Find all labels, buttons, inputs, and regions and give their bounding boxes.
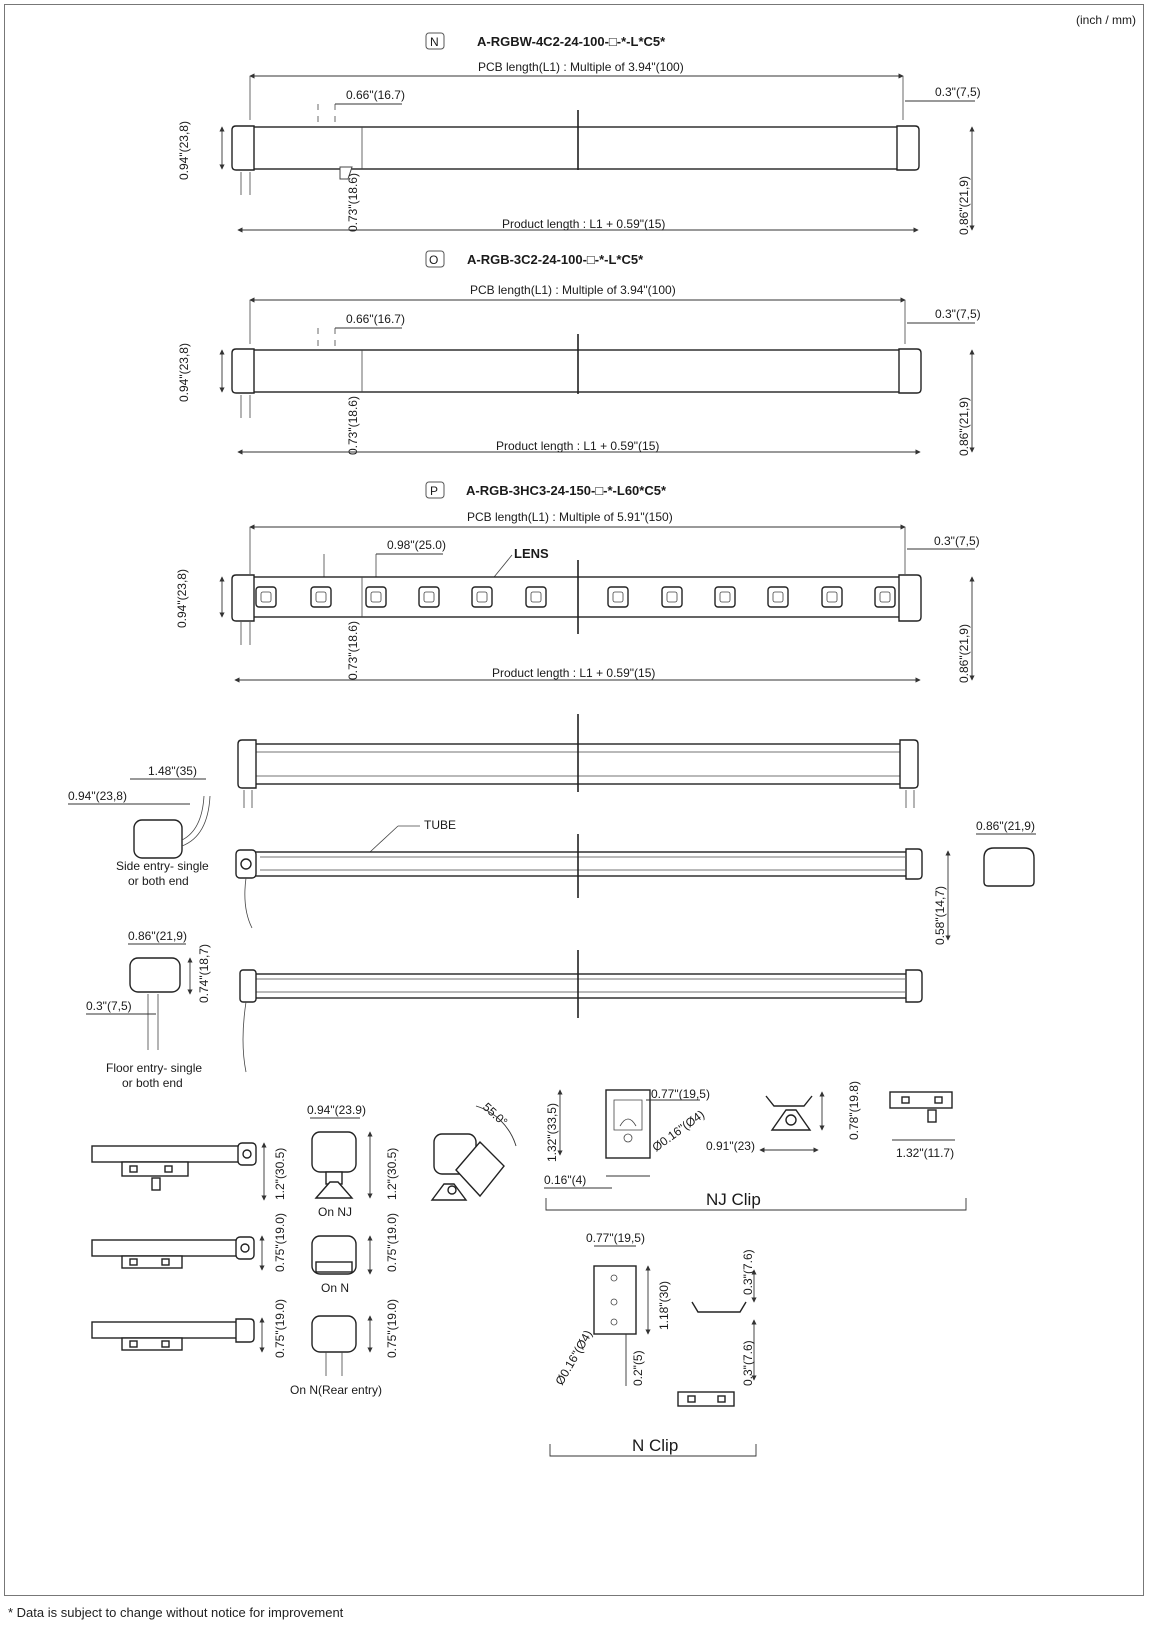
mount-nj-caption: On NJ — [318, 1205, 352, 1219]
units-label: (inch / mm) — [1076, 13, 1136, 27]
mount-nj-side-height: 1.2"(30.5) — [273, 1148, 287, 1200]
model-p-product-length: Product length : L1 + 0.59"(15) — [492, 666, 655, 680]
nj-clip-hole: Ø0.16"(Ø4) — [650, 1107, 708, 1154]
model-n-height: 0.94"(23,8) — [177, 121, 191, 180]
n-clip-title: N Clip — [632, 1436, 678, 1455]
cap-height: 0.58"(14,7) — [933, 886, 947, 945]
model-p-end-offset: 0.3"(7,5) — [934, 534, 980, 548]
side-entry-width: 1.48"(35) — [148, 764, 197, 778]
model-o-height: 0.94"(23,8) — [177, 343, 191, 402]
mounting-drawing: 1.2"(30.5) 0.94"(23.9) 1.2"(30.5) On NJ … — [91, 1100, 517, 1397]
mount-nrear-side-height: 0.75"(19.0) — [273, 1299, 287, 1358]
floor-entry-width: 0.86"(21,9) — [128, 929, 187, 943]
model-n-code: A-RGBW-4C2-24-100-□-*-L*C5* — [477, 34, 666, 49]
model-p-mid: 0.73"(18.6) — [346, 621, 360, 680]
drawing-frame — [4, 4, 1144, 1596]
model-n-badge: N — [430, 35, 439, 49]
mount-nj-height: 1.2"(30.5) — [385, 1148, 399, 1200]
led-lens-row — [255, 586, 896, 608]
nj-clip-title: NJ Clip — [706, 1190, 761, 1209]
model-p-drawing: P A-RGB-3HC3-24-150-□-*-L60*C5* PCB leng… — [175, 481, 980, 683]
mount-n-side-height: 0.75"(19.0) — [273, 1213, 287, 1272]
mount-angle: 55.0° — [480, 1100, 510, 1129]
n-clip-width: 0.77"(19,5) — [586, 1231, 645, 1245]
nj-clip-width: 0.77"(19,5) — [651, 1087, 710, 1101]
model-p-depth: 0.86"(21,9) — [957, 624, 971, 683]
model-o-depth: 0.86"(21,9) — [957, 397, 971, 456]
floor-entry-height: 0.74"(18,7) — [197, 944, 211, 1003]
mount-width: 0.94"(23.9) — [307, 1103, 366, 1117]
model-o-drawing: O A-RGB-3C2-24-100-□-*-L*C5* PCB length(… — [177, 250, 981, 456]
nj-clip-height: 1.32"(33,5) — [545, 1103, 559, 1162]
mount-nrear-height: 0.75"(19.0) — [385, 1299, 399, 1358]
model-p-code: A-RGB-3HC3-24-150-□-*-L60*C5* — [466, 483, 667, 498]
model-p-badge: P — [430, 484, 438, 498]
footnote: * Data is subject to change without noti… — [8, 1605, 344, 1620]
model-o-product-length: Product length : L1 + 0.59"(15) — [496, 439, 659, 453]
floor-entry-caption-2: or both end — [122, 1076, 183, 1090]
floor-entry-caption-1: Floor entry- single — [106, 1061, 202, 1075]
model-o-code: A-RGB-3C2-24-100-□-*-L*C5* — [467, 252, 644, 267]
model-n-pcb-length: PCB length(L1) : Multiple of 3.94"(100) — [478, 60, 684, 74]
nj-clip-plate: 1.32"(11.7) — [896, 1146, 954, 1160]
model-o-mid: 0.73"(18.6) — [346, 396, 360, 455]
nj-clip-foot: 0.16"(4) — [544, 1173, 586, 1187]
model-n-depth: 0.86"(21,9) — [957, 176, 971, 235]
model-n-product-length: Product length : L1 + 0.59"(15) — [502, 217, 665, 231]
mount-n-caption: On N — [321, 1281, 349, 1295]
n-clip-height: 1.18"(30) — [657, 1281, 671, 1330]
side-entry-caption-1: Side entry- single — [116, 859, 209, 873]
model-o-pcb-length: PCB length(L1) : Multiple of 3.94"(100) — [470, 283, 676, 297]
model-n-pitch: 0.66"(16.7) — [346, 88, 405, 102]
nj-clip-base: 0.91"(23) — [706, 1139, 755, 1153]
side-entry-caption-2: or both end — [128, 874, 189, 888]
entry-variants-drawing: 1.48"(35) 0.94"(23,8) Side entry- single… — [68, 714, 1036, 1090]
tube-label: TUBE — [424, 818, 456, 832]
n-clip-side-2: 0.3"(7.6) — [741, 1340, 755, 1386]
model-n-end-offset: 0.3"(7,5) — [935, 85, 981, 99]
model-o-pitch: 0.66"(16.7) — [346, 312, 405, 326]
mount-nrear-caption: On N(Rear entry) — [290, 1383, 382, 1397]
n-clip-hole: Ø0.16"(Ø4) — [552, 1328, 595, 1388]
model-o-end-offset: 0.3"(7,5) — [935, 307, 981, 321]
model-p-pitch: 0.98"(25.0) — [387, 538, 446, 552]
model-n-mid: 0.73"(18.6) — [346, 173, 360, 232]
nj-clip-drawing: 1.32"(33,5) 0.77"(19,5) Ø0.16"(Ø4) 0.16"… — [544, 1081, 967, 1211]
n-clip-side-1: 0.3"(7.6) — [741, 1249, 755, 1295]
mount-n-height: 0.75"(19.0) — [385, 1213, 399, 1272]
lens-label: LENS — [514, 546, 549, 561]
nj-clip-profile-height: 0.78"(19.8) — [847, 1081, 861, 1140]
n-clip-drawing: 0.77"(19,5) 1.18"(30) Ø0.16"(Ø4) 0.2"(5)… — [549, 1231, 757, 1457]
model-p-pcb-length: PCB length(L1) : Multiple of 5.91"(150) — [467, 510, 673, 524]
floor-entry-offset: 0.3"(7,5) — [86, 999, 132, 1013]
model-o-badge: O — [429, 253, 438, 267]
model-p-height: 0.94"(23,8) — [175, 569, 189, 628]
cap-width: 0.86"(21,9) — [976, 819, 1035, 833]
model-n-drawing: N A-RGBW-4C2-24-100-□-*-L*C5* PCB length… — [177, 32, 981, 235]
n-clip-offset: 0.2"(5) — [631, 1350, 645, 1386]
side-entry-height: 0.94"(23,8) — [68, 789, 127, 803]
